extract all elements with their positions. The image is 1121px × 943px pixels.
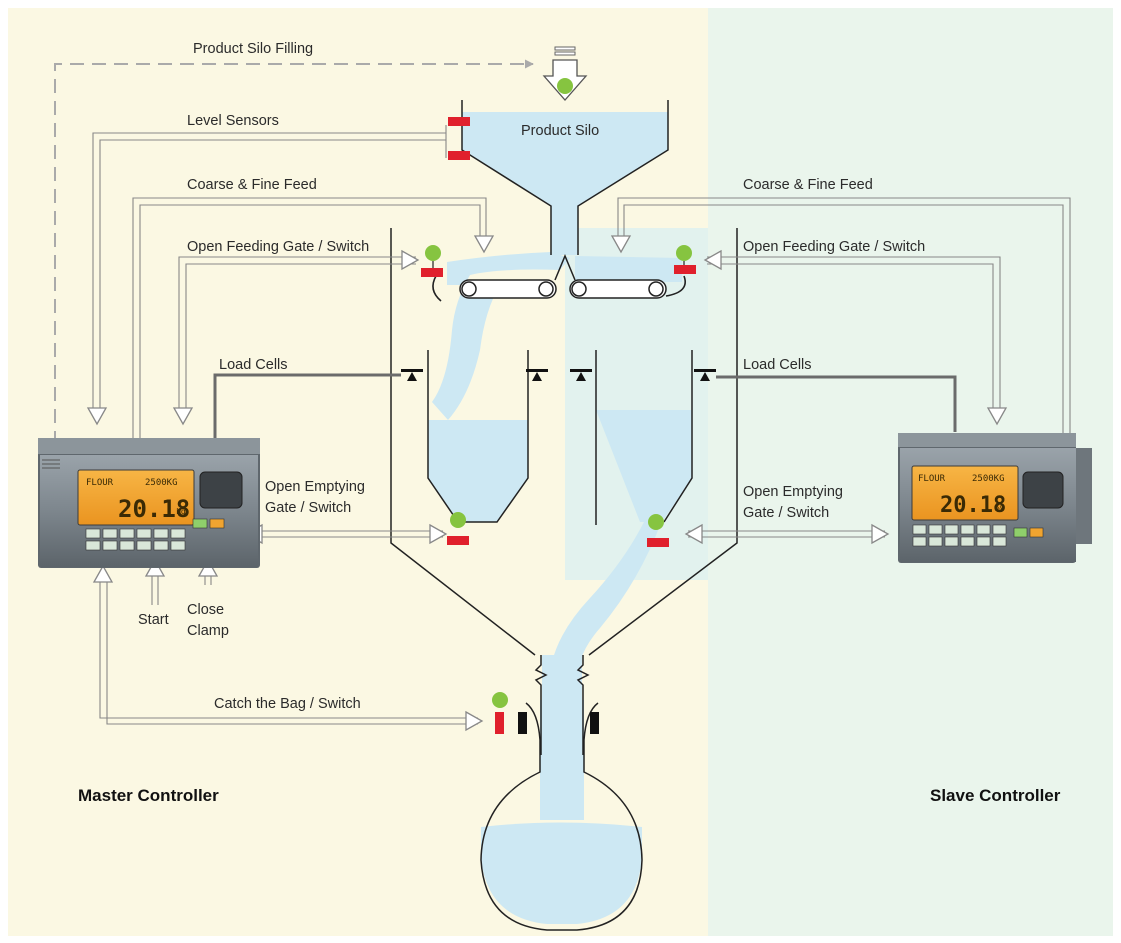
master-lcd-weight: 20.18 — [118, 495, 190, 523]
slave-lcd-product: FLOUR — [918, 474, 946, 484]
master-lcd-unit: kg — [176, 507, 186, 516]
label-clamp: Clamp — [187, 623, 229, 639]
load-cell-wires — [213, 373, 957, 442]
label-load-cells-right: Load Cells — [743, 357, 812, 373]
label-open-feeding-gate-right: Open Feeding Gate / Switch — [743, 239, 925, 255]
master-lcd-product: FLOUR — [86, 478, 114, 488]
label-master-controller: Master Controller — [78, 786, 219, 805]
label-open-feeding-gate-left: Open Feeding Gate / Switch — [187, 239, 369, 255]
label-open-emptying-left: Open Emptying — [265, 479, 365, 495]
master-keypad[interactable] — [85, 528, 186, 551]
master-keypad-nav[interactable] — [199, 471, 243, 509]
label-product-silo-filling: Product Silo Filling — [193, 41, 313, 57]
label-product-silo: Product Silo — [521, 123, 599, 139]
label-coarse-fine-feed-right: Coarse & Fine Feed — [743, 177, 873, 193]
label-load-cells-left: Load Cells — [219, 357, 288, 373]
green-indicators — [425, 78, 692, 708]
slave-keypad-nav[interactable] — [1022, 471, 1064, 509]
left-feeding-gate — [432, 275, 442, 302]
load-cells — [401, 369, 716, 381]
master-start-key[interactable] — [192, 518, 208, 529]
label-slave-controller: Slave Controller — [930, 786, 1061, 805]
master-lcd-setpoint: 2500KG — [145, 478, 178, 488]
left-conveyor — [459, 279, 557, 299]
label-gate-switch-left: Gate / Switch — [265, 500, 351, 516]
slave-lcd-unit: kg — [995, 502, 1005, 511]
label-catch-the-bag: Catch the Bag / Switch — [214, 696, 361, 712]
label-start: Start — [138, 612, 169, 628]
slave-lcd-setpoint: 2500KG — [972, 474, 1005, 484]
right-conveyor — [569, 279, 667, 299]
label-open-emptying-right: Open Emptying — [743, 484, 843, 500]
slave-controller-device[interactable]: FLOUR 2500KG 20.18 kg — [898, 433, 1092, 563]
label-coarse-fine-feed-left: Coarse & Fine Feed — [187, 177, 317, 193]
label-gate-switch-right: Gate / Switch — [743, 505, 829, 521]
master-controller-device[interactable]: FLOUR 2500KG 20.18 kg — [38, 438, 260, 568]
master-lcd — [77, 469, 195, 526]
slave-lcd — [911, 465, 1019, 521]
label-close: Close — [187, 602, 224, 618]
label-level-sensors: Level Sensors — [187, 113, 279, 129]
black-clamps — [518, 712, 599, 734]
slave-lcd-weight: 20.18 — [940, 493, 1006, 518]
slave-keypad[interactable] — [912, 524, 1007, 547]
right-feeding-gate — [665, 275, 686, 297]
master-clamp-key[interactable] — [209, 518, 225, 529]
red-sensors — [421, 117, 696, 734]
